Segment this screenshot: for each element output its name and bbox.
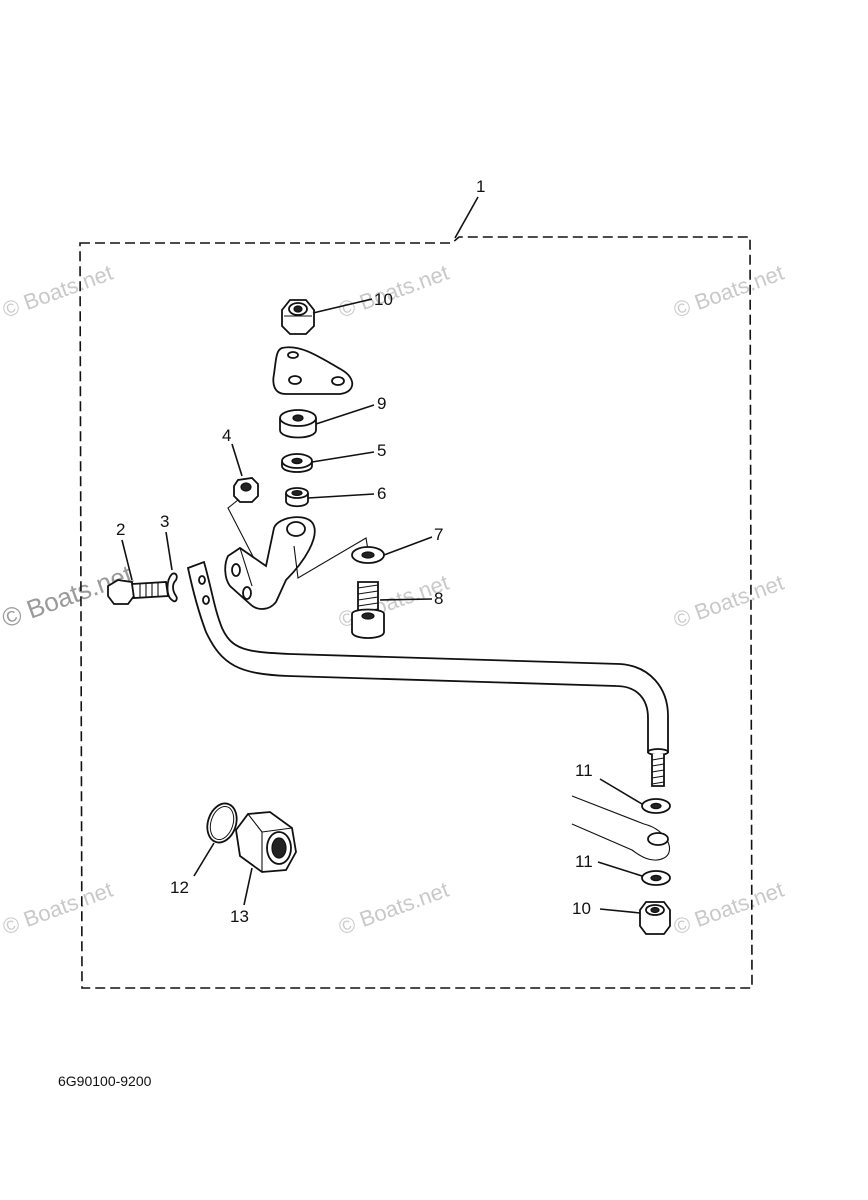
callout-9: 9	[377, 394, 386, 413]
watermark: © Boats.net	[0, 877, 116, 940]
callout-11-bottom: 11	[575, 852, 593, 871]
watermark: © Boats.net	[670, 877, 787, 940]
callout-8: 8	[434, 589, 443, 608]
callout-12: 12	[170, 878, 189, 897]
bracket	[224, 516, 316, 610]
o-ring-12	[206, 802, 238, 844]
watermark: © Boats.net	[670, 260, 787, 323]
callout-7: 7	[434, 525, 443, 544]
callout-6: 6	[377, 484, 386, 503]
leader-1	[454, 196, 479, 239]
watermark: © Boats.net	[335, 877, 452, 940]
leader-2	[121, 539, 133, 581]
leader-3	[165, 531, 173, 571]
callout-10-bottom: 10	[572, 899, 591, 918]
diagram-code: 6G90100-9200	[58, 1073, 152, 1089]
washer-11-top	[641, 798, 671, 814]
kit-boundary	[79, 236, 753, 989]
callout-4: 4	[222, 426, 231, 445]
bushing-6	[285, 487, 309, 508]
hex-nut-13	[235, 811, 297, 873]
assembly-line-7	[293, 537, 369, 579]
watermark: © Boats.net	[670, 570, 787, 633]
watermark: © Boats.net	[0, 260, 116, 323]
leader-11-bottom	[597, 861, 643, 877]
callout-1: 1	[476, 177, 485, 196]
leader-10-bottom	[599, 908, 641, 914]
leader-12	[193, 842, 215, 877]
watermark: © Boats.net	[335, 260, 452, 323]
callout-3: 3	[160, 512, 169, 531]
leader-10-top	[312, 298, 373, 314]
leader-7	[383, 536, 433, 556]
linkage-end	[571, 795, 670, 861]
washer-11-bottom	[641, 870, 671, 886]
nut-top	[281, 299, 315, 335]
leader-9	[315, 404, 375, 425]
washer-7	[351, 546, 385, 564]
circlip-3	[166, 572, 178, 603]
callout-11-top: 11	[575, 761, 593, 780]
spacer	[279, 409, 317, 439]
bolt-8	[351, 581, 385, 639]
leader-4	[231, 443, 243, 477]
leader-11-top	[599, 778, 643, 805]
callout-5: 5	[377, 441, 386, 460]
leader-8	[379, 598, 433, 601]
leader-6	[307, 493, 375, 499]
link-arm	[186, 560, 669, 787]
leader-13	[243, 867, 253, 906]
callout-10-top: 10	[374, 290, 393, 309]
callout-13: 13	[230, 907, 249, 926]
triangular-plate	[272, 346, 354, 395]
washer-5	[281, 453, 313, 473]
callout-2: 2	[116, 520, 125, 539]
nut-4	[233, 477, 259, 503]
leader-5	[311, 451, 375, 463]
nut-bottom	[639, 901, 671, 935]
bolt-2	[107, 579, 170, 605]
